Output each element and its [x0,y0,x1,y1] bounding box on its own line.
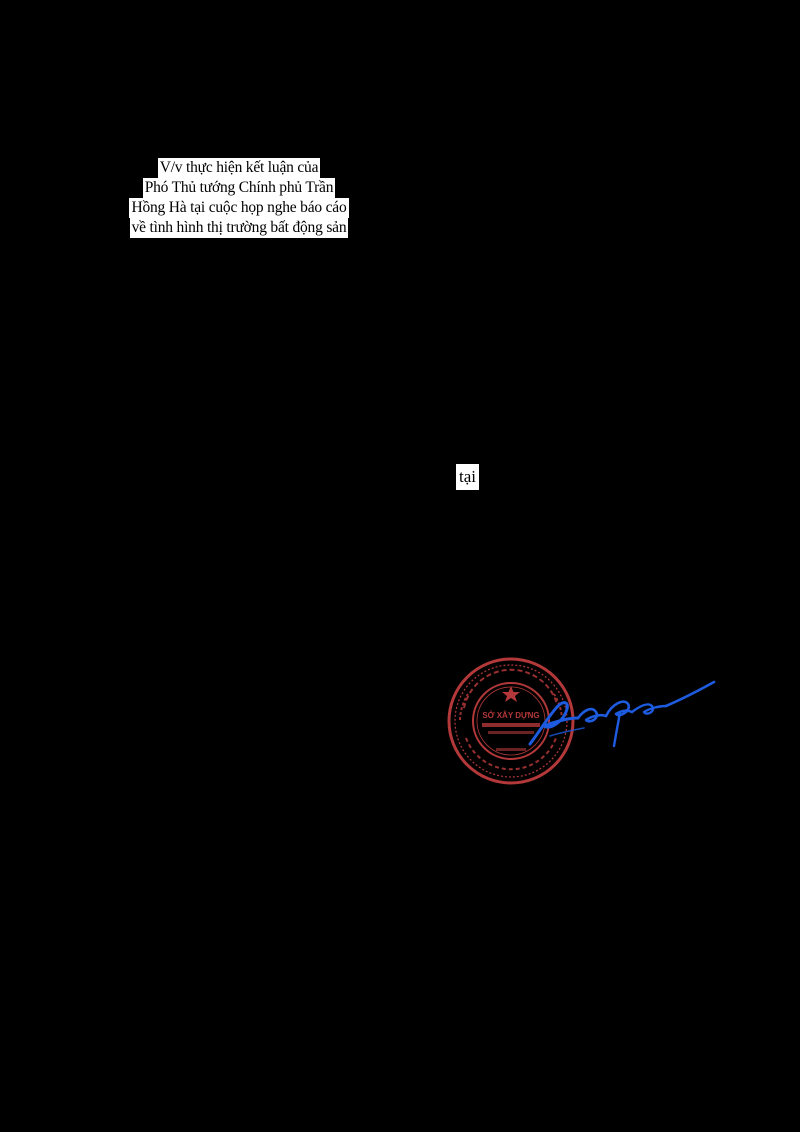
handwritten-signature [528,680,716,748]
subject-summary: V/v thực hiện kết luận của Phó Thủ tướng… [112,158,366,238]
seal-center-text: SỞ XÂY DỰNG [482,711,539,720]
body-text-fragment: tại [456,464,479,490]
official-seal-stamp: SỞ XÂY DỰNG [447,657,575,785]
subject-line-4: về tình hình thị trường bất động sản [129,218,349,238]
subject-line-2: Phó Thủ tướng Chính phủ Trần [142,178,336,198]
subject-line-1: V/v thực hiện kết luận của [157,158,321,178]
subject-line-3: Hồng Hà tại cuộc họp nghe báo cáo [129,198,349,218]
